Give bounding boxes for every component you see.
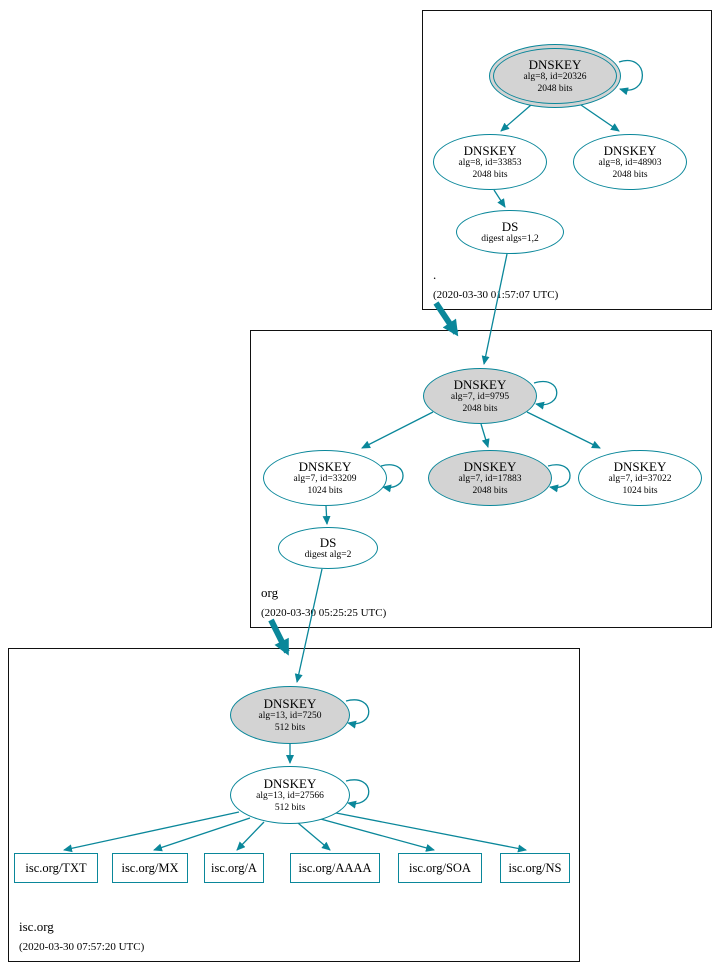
rrset-isc-org-soa: isc.org/SOA: [398, 853, 482, 883]
node-title: DNSKEY: [603, 143, 657, 159]
node-detail: alg=8, id=20326: [523, 72, 587, 83]
node-detail: 512 bits: [274, 802, 306, 813]
node-title: DNSKEY: [263, 696, 317, 712]
node-detail: alg=7, id=37022: [608, 474, 672, 485]
node-detail: alg=7, id=33209: [293, 474, 357, 485]
node-detail: alg=8, id=48903: [598, 158, 662, 169]
node-title: DS: [501, 218, 519, 234]
node-title: DNSKEY: [298, 459, 352, 475]
node-title: DNSKEY: [263, 776, 317, 792]
node-title: DNSKEY: [463, 459, 517, 475]
node-detail: digest algs=1,2: [481, 234, 539, 245]
dnskey-node-org-17883: DNSKEY alg=7, id=17883 2048 bits: [428, 450, 552, 506]
dnskey-node-org-37022: DNSKEY alg=7, id=37022 1024 bits: [578, 450, 702, 506]
dnskey-node-root-33853: DNSKEY alg=8, id=33853 2048 bits: [433, 134, 547, 190]
node-title: DNSKEY: [528, 57, 582, 73]
node-detail: alg=7, id=9795: [450, 392, 510, 403]
node-detail: 1024 bits: [622, 485, 658, 496]
node-title: DNSKEY: [613, 459, 667, 475]
node-detail: 2048 bits: [472, 485, 508, 496]
zone-box-isc-org: isc.org (2020-03-30 07:57:20 UTC): [8, 648, 580, 962]
node-title: DS: [319, 534, 337, 550]
node-detail: alg=7, id=17883: [458, 474, 522, 485]
node-detail: 1024 bits: [307, 485, 343, 496]
rrset-isc-org-ns: isc.org/NS: [500, 853, 570, 883]
node-detail: digest alg=2: [304, 550, 352, 561]
zone-name-org: org: [261, 585, 279, 600]
zone-name-root: .: [433, 267, 437, 282]
node-detail: alg=13, id=27566: [256, 791, 324, 802]
zone-timestamp-org: (2020-03-30 05:25:25 UTC): [261, 607, 387, 619]
zone-name-isc-org: isc.org: [19, 919, 54, 934]
rrset-isc-org-mx: isc.org/MX: [112, 853, 188, 883]
node-title: DNSKEY: [463, 143, 517, 159]
zone-box-org: org (2020-03-30 05:25:25 UTC): [250, 330, 712, 628]
ds-node-org: DS digest alg=2: [278, 527, 378, 569]
node-title: DNSKEY: [453, 377, 507, 393]
dnskey-node-root-48903: DNSKEY alg=8, id=48903 2048 bits: [573, 134, 687, 190]
ds-node-root: DS digest algs=1,2: [456, 210, 564, 254]
node-detail: 512 bits: [274, 722, 306, 733]
dnskey-node-inner-ring: DNSKEY alg=8, id=20326 2048 bits: [493, 48, 617, 104]
zone-timestamp-root: (2020-03-30 01:57:07 UTC): [433, 289, 559, 301]
dnskey-node-isc-7250: DNSKEY alg=13, id=7250 512 bits: [230, 686, 350, 744]
rrset-isc-org-a: isc.org/A: [204, 853, 264, 883]
rrset-isc-org-txt: isc.org/TXT: [14, 853, 98, 883]
rrset-isc-org-aaaa: isc.org/AAAA: [290, 853, 380, 883]
zone-timestamp-isc-org: (2020-03-30 07:57:20 UTC): [19, 941, 145, 953]
dnskey-node-root-ksk-20326: DNSKEY alg=8, id=20326 2048 bits: [489, 44, 621, 108]
dnskey-node-isc-27566: DNSKEY alg=13, id=27566 512 bits: [230, 766, 350, 824]
dnskey-node-org-33209: DNSKEY alg=7, id=33209 1024 bits: [263, 450, 387, 506]
node-detail: 2048 bits: [612, 169, 648, 180]
dnskey-node-org-9795: DNSKEY alg=7, id=9795 2048 bits: [423, 368, 537, 424]
node-detail: alg=13, id=7250: [258, 711, 322, 722]
node-detail: 2048 bits: [472, 169, 508, 180]
node-detail: 2048 bits: [462, 403, 498, 414]
node-detail: 2048 bits: [537, 83, 573, 94]
node-detail: alg=8, id=33853: [458, 158, 522, 169]
